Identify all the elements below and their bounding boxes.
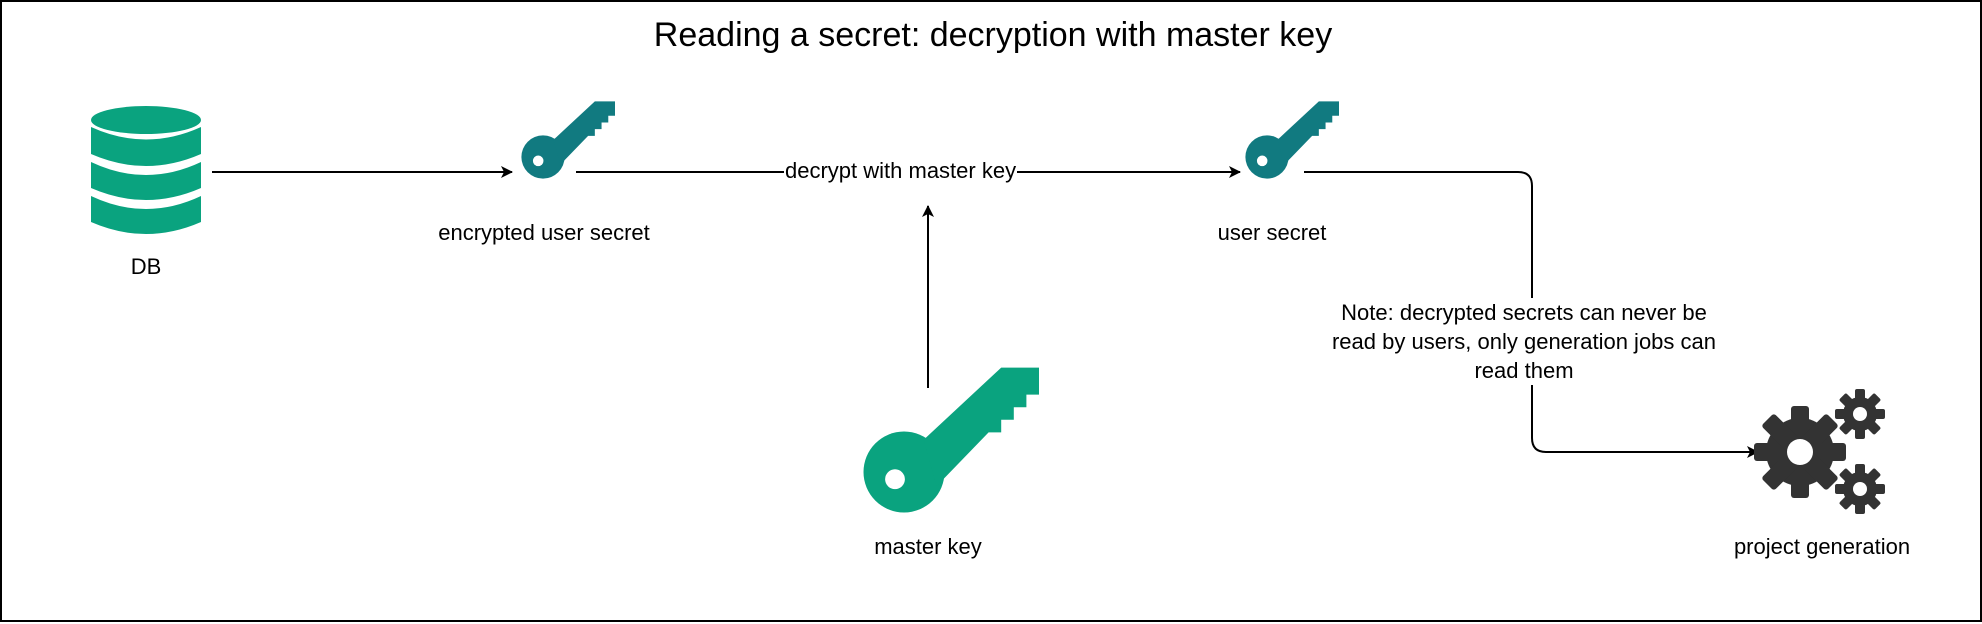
key-icon [521, 101, 615, 179]
master-key-label: master key [874, 534, 982, 559]
user-secret-label: user secret [1217, 220, 1327, 245]
database-icon [91, 106, 201, 234]
db-label: DB [130, 254, 162, 279]
key-icon [863, 367, 1039, 513]
gears-icon [1754, 389, 1885, 514]
diagram-title: Reading a secret: decryption with master… [653, 16, 1333, 54]
decrypt-edge-label: decrypt with master key [784, 158, 1018, 184]
key-icon [1245, 101, 1339, 179]
note-text: Note: decrypted secrets can never be rea… [1324, 298, 1724, 385]
project-generation-label: project generation [1733, 534, 1911, 559]
encrypted-secret-label: encrypted user secret [438, 220, 650, 245]
